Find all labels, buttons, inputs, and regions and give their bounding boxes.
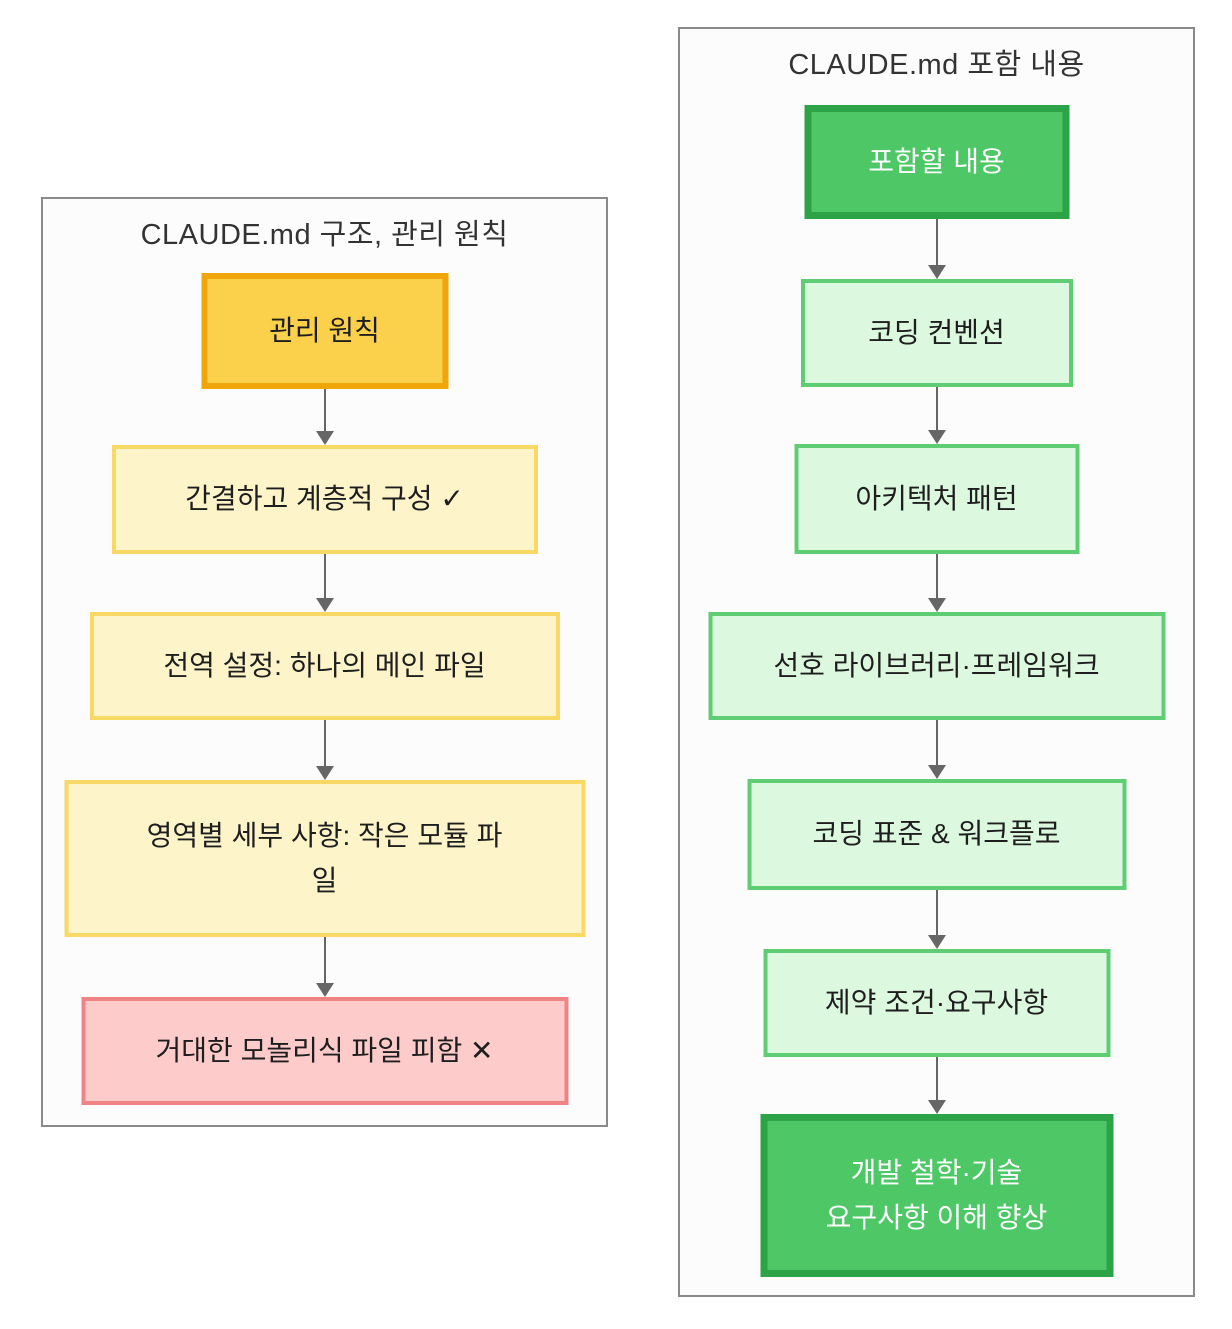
arrow-head-icon xyxy=(927,935,946,949)
arrow-stem xyxy=(323,389,326,433)
node-label: 영역별 세부 사항: 작은 모듈 파 일 xyxy=(146,819,503,896)
node-label: 코딩 컨벤션 xyxy=(868,316,1005,348)
node-label: 전역 설정: 하나의 메인 파일 xyxy=(163,649,486,681)
arrow-head-icon xyxy=(315,598,334,612)
flow-arrow xyxy=(315,720,334,780)
arrow-head-icon xyxy=(927,598,946,612)
arrow-stem xyxy=(323,720,326,768)
node-global-settings-main-file: 전역 설정: 하나의 메인 파일 xyxy=(89,612,560,720)
flow-arrow xyxy=(927,1057,946,1114)
flow-arrow xyxy=(315,389,334,445)
node-label: 포함할 내용 xyxy=(868,145,1005,177)
node-label: 거대한 모놀리식 파일 피함 ✕ xyxy=(155,1034,494,1066)
node-label: 아키텍처 패턴 xyxy=(855,482,1018,514)
node-content-to-include: 포함할 내용 xyxy=(804,105,1069,219)
arrow-head-icon xyxy=(927,765,946,779)
node-avoid-monolithic-file: 거대한 모놀리식 파일 피함 ✕ xyxy=(81,997,568,1105)
node-label: 제약 조건·요구사항 xyxy=(824,986,1049,1018)
node-concise-hierarchical-structure: 간결하고 계층적 구성 ✓ xyxy=(111,445,538,554)
arrow-stem xyxy=(935,219,938,267)
flow-arrow xyxy=(927,720,946,779)
arrow-head-icon xyxy=(927,430,946,444)
node-label: 코딩 표준 & 워크플로 xyxy=(812,818,1061,850)
right-flowchart-title: CLAUDE.md 포함 내용 xyxy=(788,49,1085,81)
left-flowchart-title: CLAUDE.md 구조, 관리 원칙 xyxy=(140,219,509,251)
flow-arrow xyxy=(315,937,334,997)
left-flowchart-panel: CLAUDE.md 구조, 관리 원칙 관리 원칙 간결하고 계층적 구성 ✓ … xyxy=(41,197,608,1127)
arrow-stem xyxy=(935,554,938,600)
arrow-stem xyxy=(935,720,938,767)
node-label: 개발 철학·기술 요구사항 이해 향상 xyxy=(825,1156,1048,1233)
flow-arrow xyxy=(927,554,946,612)
arrow-stem xyxy=(935,890,938,937)
arrow-head-icon xyxy=(315,431,334,445)
arrow-head-icon xyxy=(927,1100,946,1114)
arrow-stem xyxy=(323,554,326,600)
node-coding-standards-workflow: 코딩 표준 & 워크플로 xyxy=(747,779,1126,890)
arrow-stem xyxy=(935,1057,938,1102)
node-constraints-requirements: 제약 조건·요구사항 xyxy=(763,949,1110,1057)
arrow-head-icon xyxy=(315,766,334,780)
flow-arrow xyxy=(927,387,946,444)
node-management-principles: 관리 원칙 xyxy=(201,273,448,389)
right-flowchart-panel: CLAUDE.md 포함 내용 포함할 내용 코딩 컨벤션 아키텍처 패턴 선호… xyxy=(678,27,1195,1297)
node-preferred-libraries-frameworks: 선호 라이브러리·프레임워크 xyxy=(708,612,1165,720)
flow-arrow xyxy=(927,219,946,279)
arrow-stem xyxy=(935,387,938,432)
node-label: 간결하고 계층적 구성 ✓ xyxy=(185,483,464,515)
arrow-stem xyxy=(323,937,326,985)
flow-arrow xyxy=(315,554,334,612)
node-coding-conventions: 코딩 컨벤션 xyxy=(800,279,1073,387)
node-architecture-patterns: 아키텍처 패턴 xyxy=(794,444,1079,554)
arrow-head-icon xyxy=(315,983,334,997)
arrow-head-icon xyxy=(927,265,946,279)
node-label: 선호 라이브러리·프레임워크 xyxy=(773,649,1100,681)
node-label: 관리 원칙 xyxy=(269,314,380,346)
node-domain-details-module-files: 영역별 세부 사항: 작은 모듈 파 일 xyxy=(64,780,585,937)
node-dev-philosophy-understanding: 개발 철학·기술 요구사항 이해 향상 xyxy=(760,1114,1113,1277)
flow-arrow xyxy=(927,890,946,949)
